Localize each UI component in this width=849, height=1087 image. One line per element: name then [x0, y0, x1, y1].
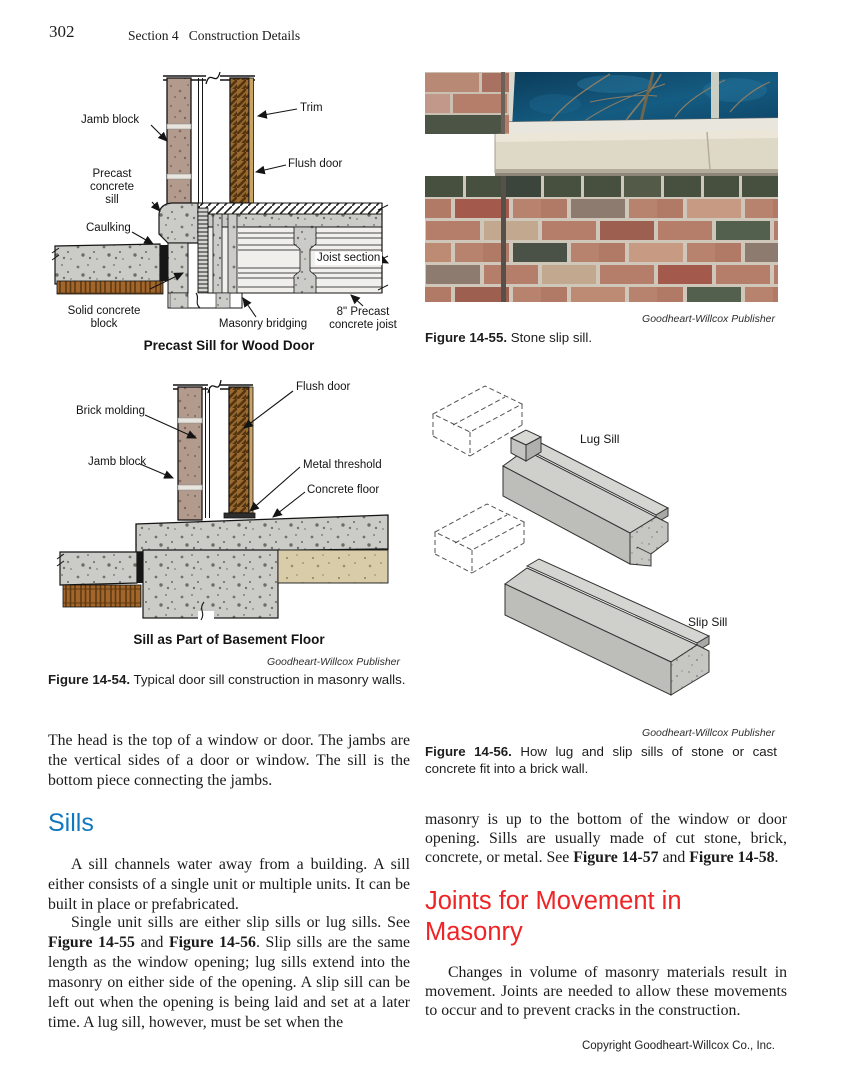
- label-trim: Trim: [300, 102, 323, 114]
- diagram-lug-slip-sills-drawing: [431, 385, 711, 696]
- label-jamb-block: Jamb block: [81, 114, 140, 126]
- label-joist-section: Joist section: [315, 252, 383, 265]
- diagram-basement-sill: Flush door Brick molding Jamb block Meta…: [48, 372, 410, 655]
- label-metal-threshold: Metal threshold: [303, 459, 382, 471]
- label-lug-sill: Lug Sill: [580, 432, 620, 446]
- diagram-lug-slip-sills: Lug Sill Slip Sill: [425, 380, 781, 720]
- label-flush-door: Flush door: [288, 158, 343, 170]
- diagram-precast-sill-drawing: [51, 71, 389, 318]
- label-flush-door-2: Flush door: [296, 381, 351, 393]
- caption-figure-14-55: Figure 14-55. Stone slip sill.: [425, 330, 777, 347]
- figure-ref-14-55: Figure 14-55: [48, 934, 135, 951]
- credit-figure-14-55: Goodheart-Willcox Publisher: [642, 313, 775, 325]
- caption-figure-14-54: Figure 14-54. Typical door sill construc…: [48, 672, 410, 689]
- credit-figure-14-56: Goodheart-Willcox Publisher: [642, 727, 775, 739]
- para-seg: masonry is up to the bottom of the windo…: [425, 811, 787, 866]
- heading-joints-for-movement: Joints for Movement in Masonry: [425, 887, 682, 946]
- credit-figure-14-54: Goodheart-Willcox Publisher: [267, 656, 400, 668]
- diagram-basement-sill-drawing: [56, 379, 389, 621]
- label-slip-sill: Slip Sill: [688, 615, 728, 629]
- para-seg: Single unit sills are either slip sills …: [71, 914, 410, 931]
- caption-figure-14-56-text: How lug and slip sills of stone or cast …: [425, 744, 778, 776]
- caption-figure-14-56: Figure 14-56. How lug and slip sills of …: [425, 744, 777, 777]
- figure-ref-14-58: Figure 14-58: [689, 849, 775, 866]
- paragraph-sills-2: Single unit sills are either slip sills …: [48, 913, 410, 1033]
- caption-figure-14-54-label: Figure 14-54.: [48, 672, 131, 687]
- paragraph-intro: The head is the top of a window or door.…: [48, 732, 410, 789]
- label-concrete-floor: Concrete floor: [307, 484, 380, 496]
- diagram-precast-sill: Trim Flush door Jamb block Precast concr…: [48, 62, 410, 354]
- label-precast-sill: Precast concrete sill: [89, 168, 135, 206]
- caption-figure-14-55-label: Figure 14-55.: [425, 330, 508, 345]
- running-header: Section 4 Construction Details: [128, 28, 301, 43]
- label-jamb-block-2: Jamb block: [88, 456, 147, 468]
- para-seg: . Slip sills are the same length as the …: [48, 934, 411, 1031]
- label-precast-joist: 8" Precast concrete joist: [329, 306, 397, 331]
- caption-figure-14-54-text: Typical door sill construction in masonr…: [133, 672, 406, 687]
- para-seg: .: [774, 849, 779, 866]
- diagram-title-basement: Sill as Part of Basement Floor: [133, 632, 325, 647]
- para-seg: and: [658, 849, 690, 866]
- paragraph-joints: Changes in volume of masonry materials r…: [425, 964, 787, 1019]
- caption-figure-14-56-label: Figure 14-56.: [425, 744, 512, 759]
- photo-stone-slip-sill: [425, 72, 778, 302]
- paragraph-sills-1: A sill channels water away from a buildi…: [48, 856, 410, 913]
- figure-ref-14-57: Figure 14-57: [573, 849, 659, 866]
- label-brick-molding: Brick molding: [76, 405, 146, 417]
- caption-figure-14-55-text: Stone slip sill.: [510, 330, 593, 345]
- paragraph-sills-cont: masonry is up to the bottom of the windo…: [425, 810, 787, 867]
- figure-ref-14-56: Figure 14-56: [169, 934, 256, 951]
- label-solid-concrete-block: Solid concrete block: [67, 305, 141, 330]
- label-masonry-bridging: Masonry bridging: [218, 318, 308, 330]
- copyright-notice: Copyright Goodheart-Willcox Co., Inc.: [581, 1040, 775, 1052]
- diagram-title-precast: Precast Sill for Wood Door: [143, 338, 315, 353]
- label-caulking: Caulking: [86, 222, 131, 234]
- page-number: 302: [49, 22, 75, 41]
- para-seg: and: [134, 934, 170, 951]
- photo-stone-slip-sill-image: [425, 72, 778, 302]
- heading-sills: Sills: [48, 809, 94, 837]
